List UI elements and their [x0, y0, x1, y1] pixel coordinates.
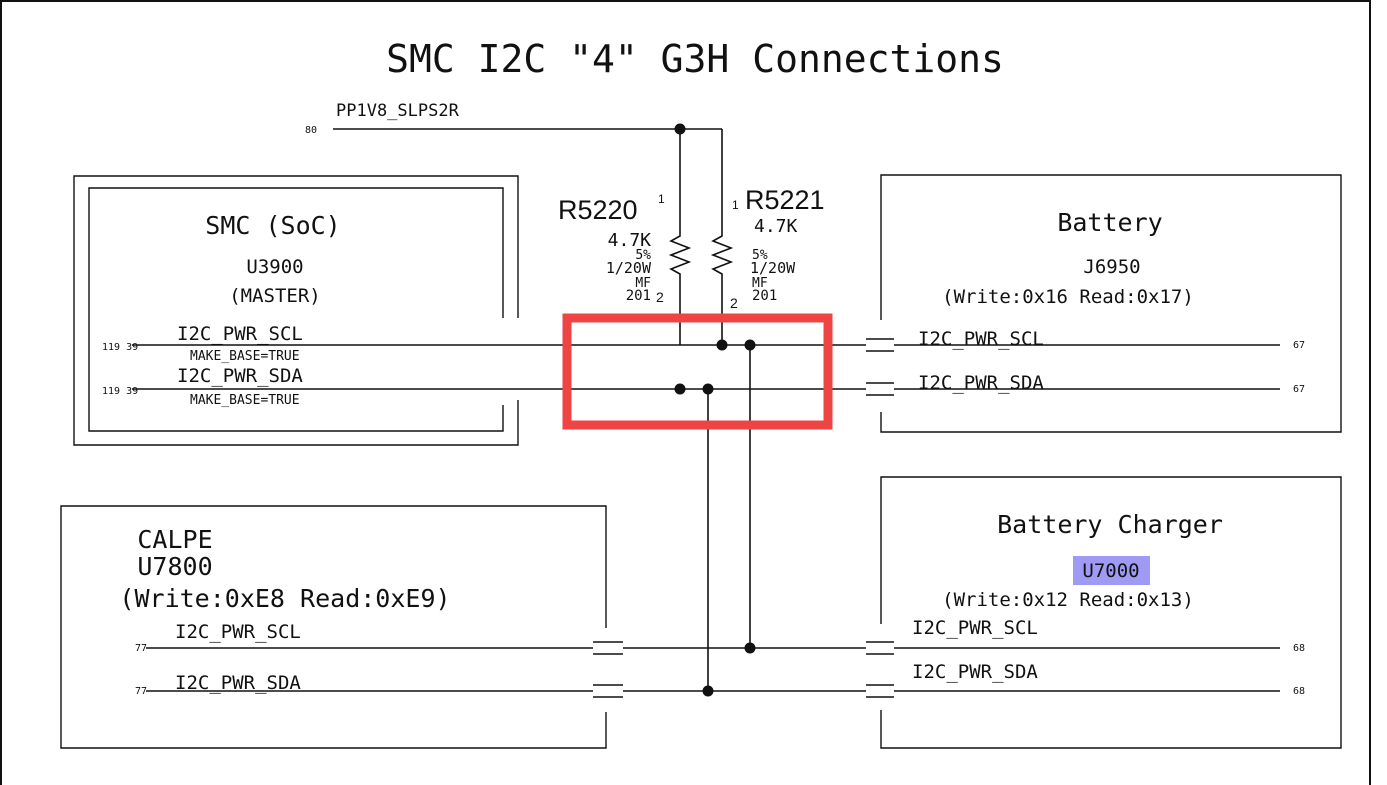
- charger-designator[interactable]: U7000: [1082, 560, 1139, 582]
- battery-sda-net: I2C_PWR_SDA: [918, 372, 1044, 394]
- battery-address: (Write:0x16 Read:0x17): [942, 286, 1194, 308]
- sda-net-bottom: [146, 684, 1280, 698]
- page-title: SMC I2C "4" G3H Connections: [386, 37, 1004, 81]
- calpe-block[interactable]: CALPE U7800 (Write:0xE8 Read:0xE9) 77 I2…: [60, 505, 607, 749]
- battery-sda-page: 67: [1293, 384, 1305, 395]
- smc-role: (MASTER): [229, 285, 321, 307]
- calpe-scl-page: 77: [135, 643, 147, 654]
- resistor-tolerance: 5%: [752, 248, 768, 263]
- smc-block[interactable]: SMC (SoC) U3900 (MASTER) 119 39 I2C_PWR_…: [73, 175, 519, 446]
- charger-scl-page: 68: [1293, 643, 1305, 654]
- calpe-sda-page: 77: [135, 686, 147, 697]
- battery-scl-net: I2C_PWR_SCL: [918, 328, 1044, 350]
- resistor-tolerance: 5%: [635, 248, 651, 263]
- scl-net-bottom: [146, 641, 1280, 655]
- resistor-r5221[interactable]: R5221 1 4.7K 5% 1/20W MF 201 2: [710, 185, 825, 345]
- battery-title: Battery: [1057, 208, 1162, 237]
- resistor-power: 1/20W: [606, 259, 652, 277]
- calpe-address: (Write:0xE8 Read:0xE9): [119, 584, 450, 613]
- designator-highlight: [1073, 556, 1150, 585]
- resistor-r5220[interactable]: R5220 1 4.7K 5% 1/20W MF 201 2: [558, 192, 692, 345]
- resistor-ref: R5220: [558, 195, 638, 225]
- battery-designator: J6950: [1083, 256, 1140, 278]
- rail-name: PP1V8_SLPS2R: [336, 101, 460, 121]
- resistor-ref: R5221: [745, 185, 825, 215]
- charger-sda-net: I2C_PWR_SDA: [912, 661, 1038, 683]
- junction-dot: [674, 383, 686, 395]
- scl-net-top: [132, 338, 1280, 352]
- smc-scl-pages: 119 39: [102, 342, 138, 353]
- resistor-package: 201: [626, 288, 651, 304]
- power-rail: PP1V8_SLPS2R 80: [305, 101, 723, 228]
- smc-sda-prop: MAKE_BASE=TRUE: [190, 393, 300, 408]
- calpe-title: CALPE: [137, 525, 212, 554]
- resistor-pin1: 1: [732, 198, 739, 212]
- charger-title: Battery Charger: [997, 510, 1223, 539]
- annotation-box: [562, 313, 833, 430]
- junction-dot: [716, 339, 728, 351]
- resistor-pin2: 2: [730, 295, 738, 311]
- smc-sda-net: I2C_PWR_SDA: [177, 365, 303, 387]
- junction-dot: [744, 642, 756, 654]
- resistor-type: MF: [635, 276, 651, 291]
- resistor-power: 1/20W: [750, 259, 796, 277]
- charger-scl-net: I2C_PWR_SCL: [912, 617, 1038, 639]
- resistor-package: 201: [752, 288, 777, 304]
- charger-block[interactable]: Battery Charger U7000 (Write:0x12 Read:0…: [880, 476, 1342, 749]
- charger-sda-page: 68: [1293, 686, 1305, 697]
- smc-designator: U3900: [246, 256, 303, 278]
- calpe-designator: U7800: [137, 552, 212, 581]
- junction-dot: [702, 685, 714, 697]
- charger-address: (Write:0x12 Read:0x13): [942, 589, 1194, 611]
- junction-dot: [702, 383, 714, 395]
- resistor-type: MF: [752, 276, 768, 291]
- smc-scl-prop: MAKE_BASE=TRUE: [190, 349, 300, 364]
- battery-block[interactable]: Battery J6950 (Write:0x16 Read:0x17) I2C…: [880, 174, 1342, 433]
- battery-scl-page: 67: [1293, 340, 1305, 351]
- resistor-value: 4.7K: [608, 230, 652, 251]
- smc-title: SMC (SoC): [205, 211, 340, 240]
- resistor-pin1: 1: [658, 192, 665, 206]
- junction-dot: [744, 339, 756, 351]
- calpe-scl-net: I2C_PWR_SCL: [175, 621, 301, 643]
- sda-net-top: [132, 382, 1280, 396]
- resistor-pin2: 2: [656, 289, 664, 305]
- resistor-value: 4.7K: [754, 216, 798, 237]
- smc-scl-net: I2C_PWR_SCL: [177, 323, 303, 345]
- rail-page: 80: [305, 125, 317, 136]
- calpe-sda-net: I2C_PWR_SDA: [175, 672, 301, 694]
- smc-sda-pages: 119 39: [102, 386, 138, 397]
